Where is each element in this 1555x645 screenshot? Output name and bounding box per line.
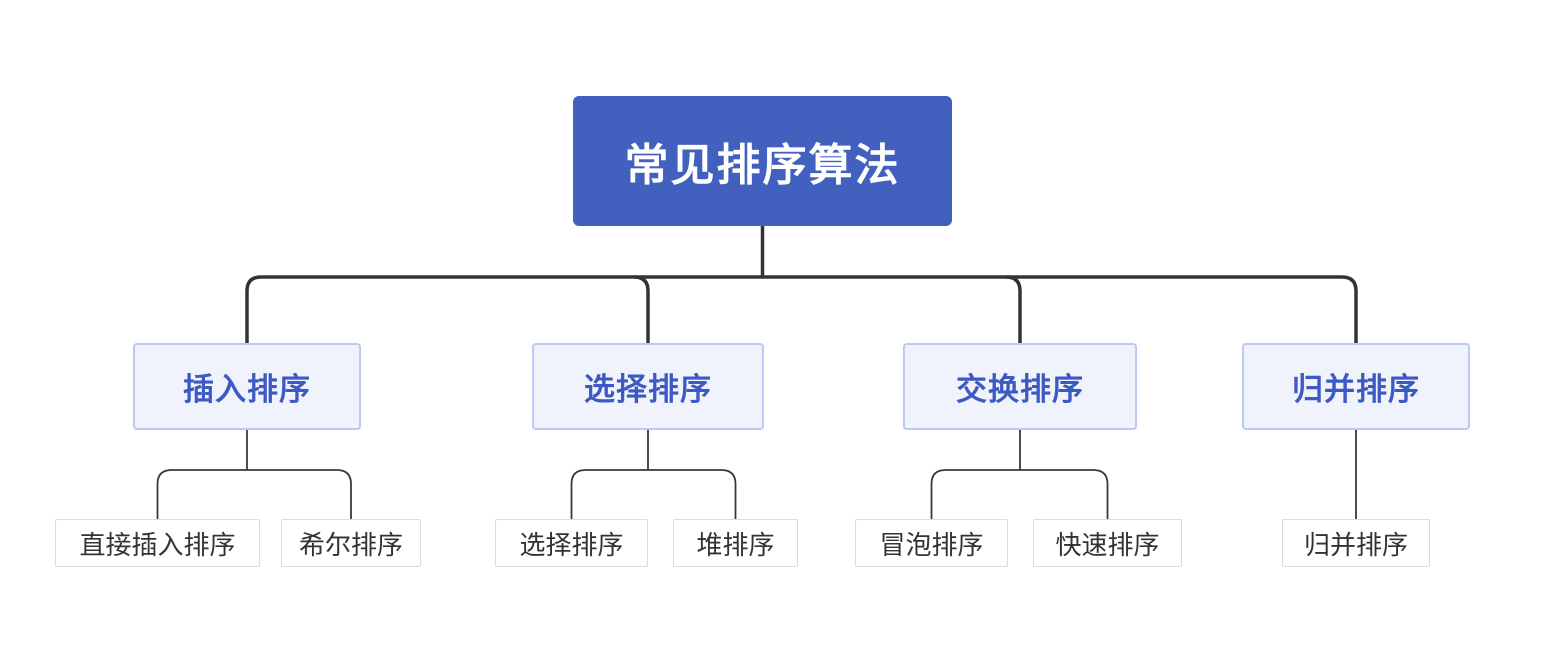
connector-exchange-bus [930,469,1109,519]
leaf-node-selection-sort[interactable]: 选择排序 [495,519,648,567]
branch-node-insertion-sort[interactable]: 插入排序 [133,343,361,430]
connector-selection-bus [570,469,737,519]
leaf-node-bubble-sort[interactable]: 冒泡排序 [855,519,1008,567]
leaf-node-direct-insertion-sort[interactable]: 直接插入排序 [55,519,260,567]
connector-insertion-bus [156,469,352,519]
leaf-node-quick-sort[interactable]: 快速排序 [1033,519,1182,567]
connector-branch-bus [245,275,1358,343]
leaf-node-heap-sort[interactable]: 堆排序 [673,519,798,567]
branch-node-merge-sort[interactable]: 归并排序 [1242,343,1470,430]
leaf-node-shell-sort[interactable]: 希尔排序 [281,519,421,567]
leaf-node-merge-sort[interactable]: 归并排序 [1282,519,1430,567]
root-node-common-sorting-algorithms[interactable]: 常见排序算法 [573,96,952,226]
branch-node-exchange-sort[interactable]: 交换排序 [903,343,1137,430]
connector-branch-drop-selection [633,275,650,343]
branch-node-selection-sort[interactable]: 选择排序 [532,343,764,430]
connector-branch-drop-exchange [1005,275,1022,343]
